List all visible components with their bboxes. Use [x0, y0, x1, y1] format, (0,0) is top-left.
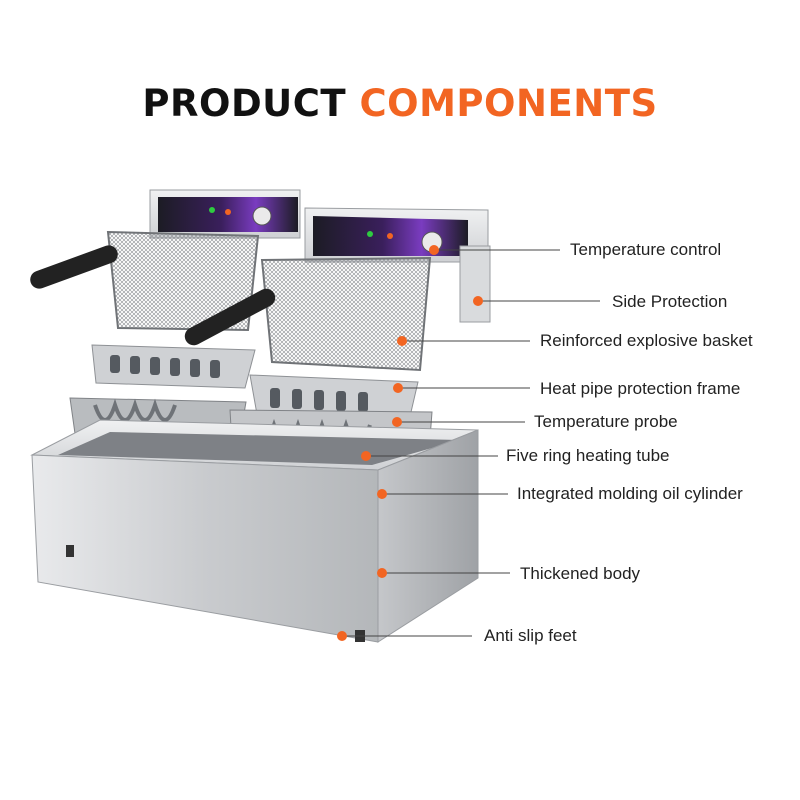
title-word-components: COMPONENTS	[359, 82, 658, 125]
dot-temperature-control	[429, 245, 439, 255]
label-reinforced-explosive-basket: Reinforced explosive basket	[540, 331, 753, 350]
label-five-ring-heating-tube: Five ring heating tube	[506, 446, 670, 465]
dot-side-protection	[473, 296, 483, 306]
dot-thickened-body	[377, 568, 387, 578]
dot-anti-slip-feet	[337, 631, 347, 641]
dot-heating-tube	[361, 451, 371, 461]
label-heat-pipe-protection-frame: Heat pipe protection frame	[540, 379, 741, 398]
label-temperature-probe: Temperature probe	[534, 412, 678, 431]
title-word-product: PRODUCT	[142, 82, 347, 125]
dot-protection-frame	[393, 383, 403, 393]
control-head-right	[304, 207, 491, 323]
dot-temperature-probe	[392, 417, 402, 427]
label-anti-slip-feet: Anti slip feet	[484, 626, 577, 645]
basket-right	[184, 256, 432, 372]
label-integrated-molding-oil-cylinder: Integrated molding oil cylinder	[517, 484, 743, 503]
control-head-left	[149, 189, 301, 239]
dot-oil-cylinder	[377, 489, 387, 499]
basket-left	[30, 230, 260, 332]
label-temperature-control: Temperature control	[570, 240, 722, 259]
page-title: PRODUCT COMPONENTS	[0, 82, 800, 125]
label-side-protection: Side Protection	[612, 292, 728, 311]
label-thickened-body: Thickened body	[520, 564, 641, 583]
marker-dots	[337, 245, 483, 641]
dot-reinforced-basket	[397, 336, 407, 346]
leader-lines	[342, 249, 600, 637]
fryer-body	[30, 419, 479, 643]
